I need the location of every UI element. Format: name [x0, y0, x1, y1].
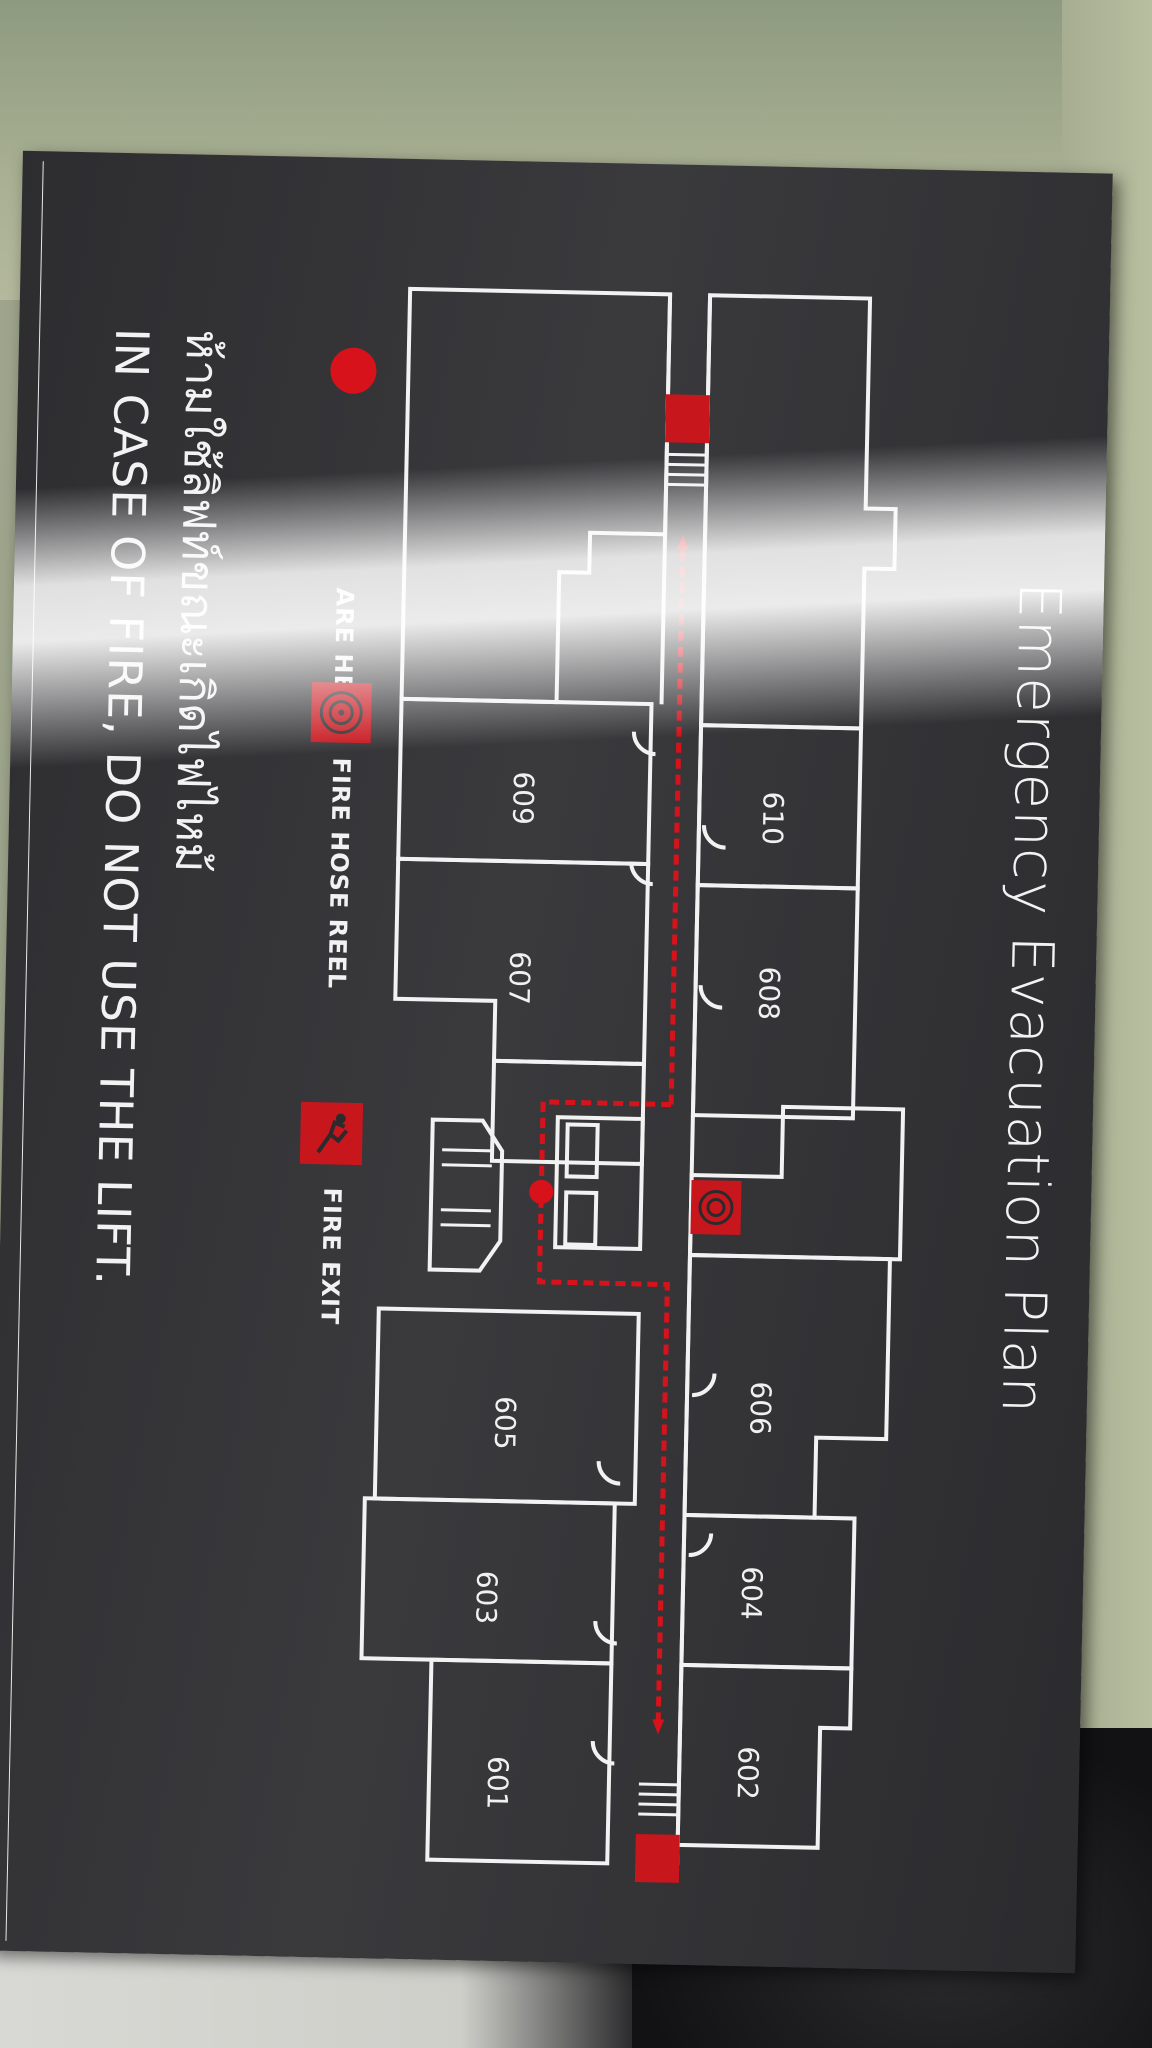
fire-exit-legend-icon	[299, 1101, 364, 1166]
route-arrow-down	[652, 1719, 665, 1735]
evacuation-sign: Emergency Evacuation Plan	[0, 150, 1113, 1974]
fire-exit-icon-bottom	[634, 1833, 680, 1883]
thai-warning-text: ห้ามใช้ลิฟท์ขณะเกิดไฟไหม้	[164, 329, 231, 874]
lift-car-2	[563, 1190, 599, 1248]
route-arrow-up	[676, 534, 689, 550]
fire-exit-icon-top	[665, 394, 710, 444]
evacuation-route	[536, 544, 686, 1725]
room-606-outline	[682, 1252, 892, 1520]
room-612-outline	[699, 293, 898, 731]
room-label-601: 601	[480, 1755, 515, 1810]
room-label-603: 603	[469, 1570, 504, 1625]
lift-car-1	[564, 1122, 600, 1180]
room-label-610: 610	[755, 791, 790, 846]
fire-hose-reel-icon-map	[690, 1180, 742, 1236]
main-stair-outline	[427, 1117, 505, 1273]
fire-exit-legend-label: FIRE EXIT	[315, 1187, 347, 1326]
lift-lobby-outline	[553, 1115, 645, 1251]
you-are-here-marker	[529, 1179, 554, 1204]
fire-hose-reel-legend-label: FIRE HOSE REEL	[322, 757, 356, 990]
room-label-606: 606	[743, 1381, 778, 1436]
fire-hose-reel-legend-icon	[310, 681, 372, 744]
room-label-609: 609	[505, 771, 541, 826]
room-601-outline	[425, 1657, 614, 1866]
room-611-outline	[399, 286, 673, 705]
room-label-602: 602	[730, 1745, 765, 1801]
room-label-607: 607	[502, 951, 537, 1006]
room-605-outline	[372, 1306, 641, 1506]
room-label-604: 604	[734, 1566, 769, 1621]
room-label-605: 605	[487, 1395, 522, 1450]
room-label-608: 608	[751, 966, 787, 1021]
